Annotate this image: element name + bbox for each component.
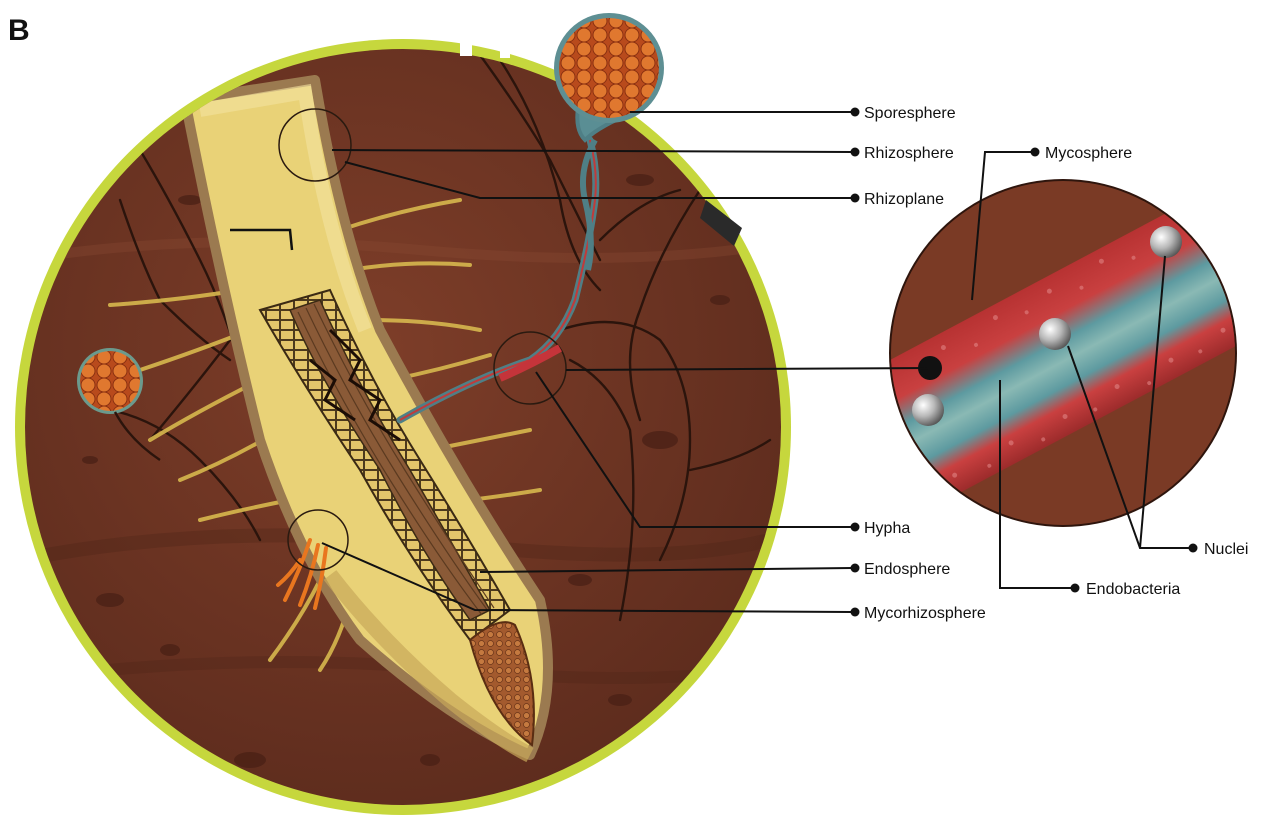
nucleus	[1150, 226, 1182, 258]
label-mycorhizosphere: Mycorhizosphere	[864, 605, 986, 622]
label-rhizosphere: Rhizosphere	[864, 145, 954, 162]
label-sporesphere: Sporesphere	[864, 105, 956, 122]
label-endosphere: Endosphere	[864, 561, 950, 578]
label-endobacteria: Endobacteria	[1086, 581, 1180, 598]
hypha-magnified-circle	[849, 170, 1263, 540]
nucleus	[912, 394, 944, 426]
label-hypha: Hypha	[864, 520, 910, 537]
sporesphere-spore	[554, 13, 664, 123]
label-rhizoplane: Rhizoplane	[864, 191, 944, 208]
label-mycosphere: Mycosphere	[1045, 145, 1132, 162]
label-nuclei: Nuclei	[1204, 541, 1248, 558]
main-soil-circle	[15, 38, 800, 815]
nucleus	[1039, 318, 1071, 350]
